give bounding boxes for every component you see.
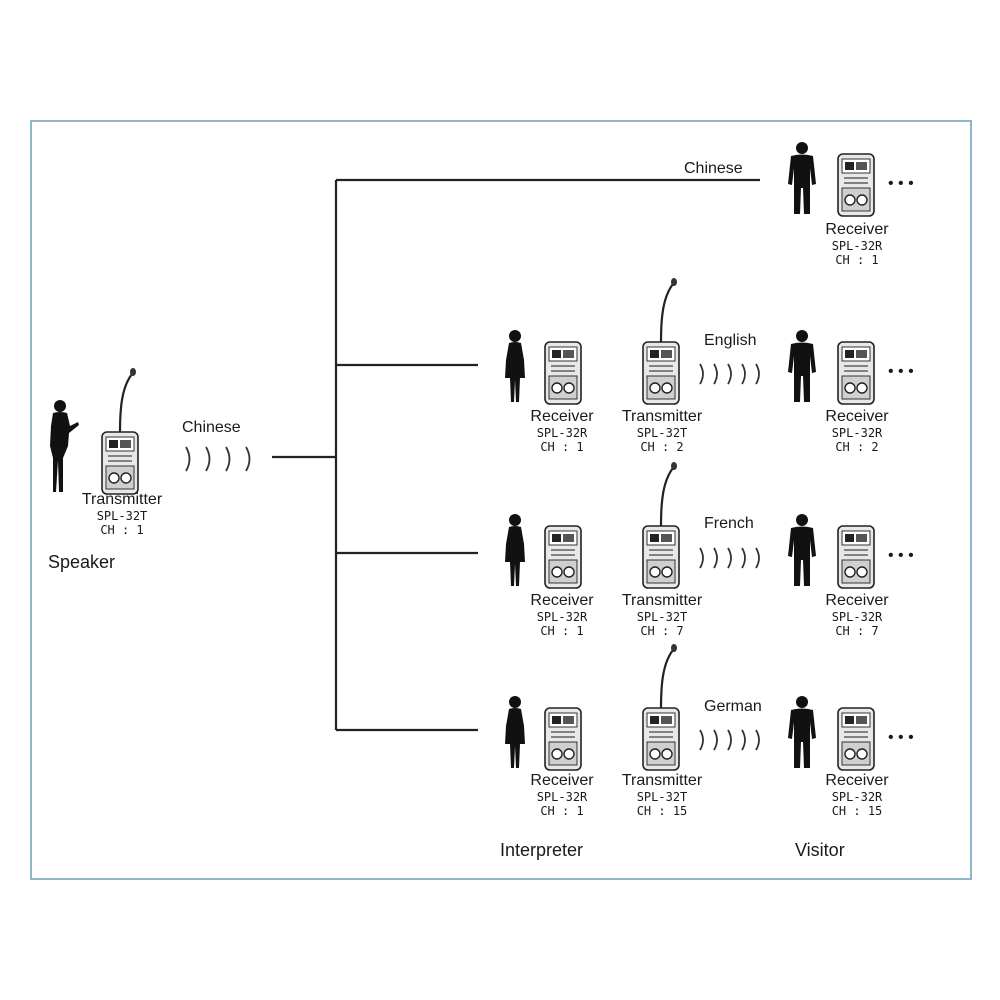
- interpreter-transmitter-title: Transmitter: [622, 772, 703, 789]
- interpreter-transmitter-model: SPL-32T: [637, 790, 688, 804]
- visitor-receiver-model: SPL-32R: [832, 790, 883, 804]
- visitor-ellipsis: • • •: [888, 547, 914, 564]
- interpreter-receiver-model: SPL-32R: [537, 610, 588, 624]
- visitor-person-icon: [788, 696, 816, 768]
- direct-visitor-person-icon: [788, 142, 816, 214]
- speaker-language-label: Chinese: [182, 419, 241, 436]
- visitor-receiver-model: SPL-32R: [832, 610, 883, 624]
- interpreter-receiver-icon: [544, 341, 582, 405]
- interpreter-row-german: Receiver SPL-32R CH : 1 Transmitter SPL-…: [505, 642, 914, 818]
- interpreter-transmitter-channel: CH : 15: [637, 804, 688, 818]
- interpreter-receiver-title: Receiver: [530, 592, 594, 609]
- distribution-wiring: [272, 178, 760, 732]
- visitor-receiver-model: SPL-32R: [832, 426, 883, 440]
- interpreter-role-label: Interpreter: [500, 840, 583, 860]
- interpreter-receiver-channel: CH : 1: [540, 440, 583, 454]
- visitor-receiver-title: Receiver: [825, 592, 889, 609]
- interpreter-receiver-model: SPL-32R: [537, 426, 588, 440]
- direct-language-label: Chinese: [684, 160, 743, 177]
- direct-visitor-device-model: SPL-32R: [832, 239, 883, 253]
- interpreter-person-icon: [505, 696, 525, 768]
- visitor-receiver-channel: CH : 2: [835, 440, 878, 454]
- interpreter-transmitter-icon: [641, 460, 681, 590]
- visitor-person-icon: [788, 330, 816, 402]
- interpreter-transmitter-model: SPL-32T: [637, 426, 688, 440]
- visitor-receiver-icon: [837, 341, 875, 405]
- speaker-waves-icon: [185, 446, 251, 472]
- speaker-role-label: Speaker: [48, 552, 115, 572]
- interpreter-receiver-model: SPL-32R: [537, 790, 588, 804]
- interpreter-transmitter-channel: CH : 2: [640, 440, 683, 454]
- speaker-device-channel: CH : 1: [100, 523, 143, 537]
- row-waves-icon: [699, 547, 760, 569]
- interpreter-row-french: Receiver SPL-32R CH : 1 Transmitter SPL-…: [505, 460, 914, 638]
- visitor-receiver-icon: [837, 525, 875, 589]
- diagram-frame: [30, 120, 972, 880]
- direct-visitor-receiver-icon: [837, 153, 875, 217]
- visitor-receiver-icon: [837, 707, 875, 771]
- interpreter-transmitter-model: SPL-32T: [637, 610, 688, 624]
- row-waves-icon: [699, 729, 760, 751]
- visitor-receiver-title: Receiver: [825, 772, 889, 789]
- interpreter-receiver-channel: CH : 1: [540, 624, 583, 638]
- interpreter-row-english: Receiver SPL-32R CH : 1 Transmitter SPL-…: [505, 276, 914, 454]
- speaker-device-title: Transmitter: [82, 491, 163, 508]
- interpreter-receiver-title: Receiver: [530, 408, 594, 425]
- row-language-label: German: [704, 698, 762, 715]
- row-waves-icon: [699, 363, 760, 385]
- visitor-ellipsis: • • •: [888, 729, 914, 746]
- interpreter-receiver-title: Receiver: [530, 772, 594, 789]
- speaker-transmitter-icon: [100, 366, 140, 496]
- visitor-person-icon: [788, 514, 816, 586]
- speaker-device-model: SPL-32T: [97, 509, 148, 523]
- interpreter-transmitter-icon: [641, 276, 681, 406]
- visitor-receiver-channel: CH : 15: [832, 804, 883, 818]
- visitor-role-label: Visitor: [795, 840, 845, 860]
- interpreter-transmitter-icon: [641, 642, 681, 772]
- direct-visitor-ellipsis: • • •: [888, 175, 914, 192]
- interpreter-receiver-channel: CH : 1: [540, 804, 583, 818]
- interpreter-receiver-icon: [544, 707, 582, 771]
- speaker-group: Chinese Transmitter SPL-32T CH : 1 Speak…: [48, 366, 251, 572]
- row-language-label: French: [704, 515, 754, 532]
- visitor-ellipsis: • • •: [888, 363, 914, 380]
- interpreter-transmitter-title: Transmitter: [622, 592, 703, 609]
- interpreter-transmitter-title: Transmitter: [622, 408, 703, 425]
- direct-visitor-device-channel: CH : 1: [835, 253, 878, 267]
- direct-visitor-group: Chinese Receiver SPL-32R CH : 1 • • •: [684, 142, 914, 267]
- visitor-receiver-channel: CH : 7: [835, 624, 878, 638]
- speaker-person-icon: [50, 400, 79, 492]
- interpreter-transmitter-channel: CH : 7: [640, 624, 683, 638]
- interpreter-person-icon: [505, 514, 525, 586]
- interpreter-receiver-icon: [544, 525, 582, 589]
- visitor-receiver-title: Receiver: [825, 408, 889, 425]
- row-language-label: English: [704, 332, 756, 349]
- interpreter-person-icon: [505, 330, 525, 402]
- direct-visitor-device-title: Receiver: [825, 221, 889, 238]
